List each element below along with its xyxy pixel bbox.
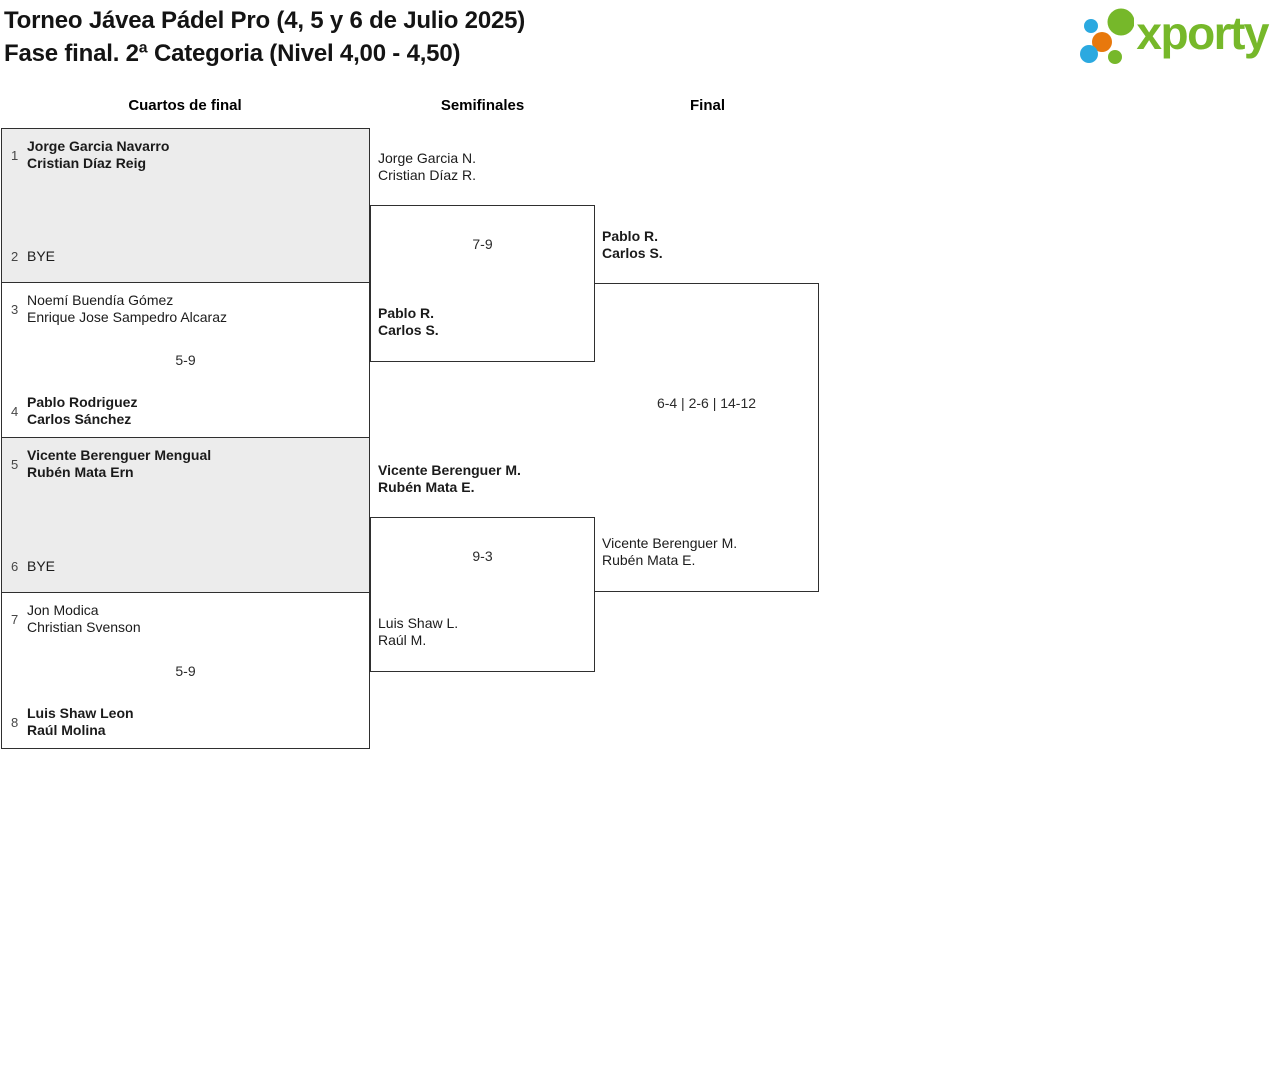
team-entry: 4 Pablo Rodriguez Carlos Sánchez xyxy=(2,385,369,437)
seed-number: 8 xyxy=(11,714,19,730)
xporty-logo-text: xporty xyxy=(1136,7,1269,59)
seed-number: 2 xyxy=(11,248,19,264)
round-header-semifinales: Semifinales xyxy=(440,97,525,114)
page-title-line1: Torneo Jávea Pádel Pro (4, 5 y 6 de Juli… xyxy=(4,7,526,34)
team-names: Jon Modica Christian Svenson xyxy=(27,602,141,635)
match-score: 7-9 xyxy=(472,236,493,252)
team-names: BYE xyxy=(27,557,56,574)
match-quarterfinal-4: 7 Jon Modica Christian Svenson 5-9 8 Lui… xyxy=(1,592,370,749)
match-score: 5-9 xyxy=(175,352,196,368)
team-names: Jorge Garcia Navarro Cristian Díaz Reig xyxy=(27,138,170,171)
xporty-dots-icon xyxy=(1080,8,1135,64)
round-header-final: Final xyxy=(689,97,725,114)
match-quarterfinal-1: 1 Jorge Garcia Navarro Cristian Díaz Rei… xyxy=(1,128,370,283)
seed-number: 5 xyxy=(11,456,19,472)
match-semifinal-2: Vicente Berenguer M. Rubén Mata E. 9-3 L… xyxy=(370,462,595,672)
match-score: 5-9 xyxy=(175,662,196,679)
team-names: Noemí Buendía Gómez Enrique Jose Sampedr… xyxy=(27,292,227,325)
team-entry: 6 BYE xyxy=(2,540,369,592)
team-names: Jorge Garcia N. Cristian Díaz R. xyxy=(378,150,477,183)
seed-number: 7 xyxy=(11,611,19,627)
team-names: Vicente Berenguer M. Rubén Mata E. xyxy=(602,535,738,568)
page-title: Torneo Jávea Pádel Pro (4, 5 y 6 de Juli… xyxy=(4,4,525,70)
team-names: Vicente Berenguer Mengual Rubén Mata Ern xyxy=(27,447,212,480)
match-final: Pablo R. Carlos S. 6-4 | 2-6 | 14-12 Vic… xyxy=(595,228,819,592)
match-quarterfinal-2: 3 Noemí Buendía Gómez Enrique Jose Sampe… xyxy=(1,282,370,438)
match-score: 9-3 xyxy=(472,548,493,564)
match-quarterfinal-3: 5 Vicente Berenguer Mengual Rubén Mata E… xyxy=(1,437,370,593)
match-score: 6-4 | 2-6 | 14-12 xyxy=(656,395,757,411)
team-names: Pablo R. Carlos S. xyxy=(378,305,439,338)
seed-number: 1 xyxy=(11,147,19,163)
team-names: Luis Shaw Leon Raúl Molina xyxy=(27,705,134,738)
team-names: Pablo Rodriguez Carlos Sánchez xyxy=(27,394,138,427)
page-title-line2: Fase final. 2ª Categoria (Nivel 4,00 - 4… xyxy=(4,40,461,67)
team-entry: 2 BYE xyxy=(2,230,369,282)
team-entry: 7 Jon Modica Christian Svenson xyxy=(2,593,369,645)
team-entry: 5 Vicente Berenguer Mengual Rubén Mata E… xyxy=(2,438,369,490)
team-names: Pablo R. Carlos S. xyxy=(602,228,663,261)
team-entry: 3 Noemí Buendía Gómez Enrique Jose Sampe… xyxy=(2,283,369,335)
xporty-logo[interactable]: xporty xyxy=(1072,2,1269,68)
match-score xyxy=(2,490,369,540)
team-entry: 8 Luis Shaw Leon Raúl Molina xyxy=(2,696,369,748)
seed-number: 4 xyxy=(11,403,19,419)
round-header-cuartos: Cuartos de final xyxy=(128,97,242,114)
team-names: BYE xyxy=(27,247,56,264)
team-names: Luis Shaw L. Raúl M. xyxy=(378,615,459,648)
team-entry: 1 Jorge Garcia Navarro Cristian Díaz Rei… xyxy=(2,129,369,181)
match-score xyxy=(2,181,369,230)
seed-number: 6 xyxy=(11,558,19,574)
match-semifinal-1: Jorge Garcia N. Cristian Díaz R. 7-9 Pab… xyxy=(370,150,595,362)
team-names: Vicente Berenguer M. Rubén Mata E. xyxy=(378,462,521,495)
seed-number: 3 xyxy=(11,301,19,317)
